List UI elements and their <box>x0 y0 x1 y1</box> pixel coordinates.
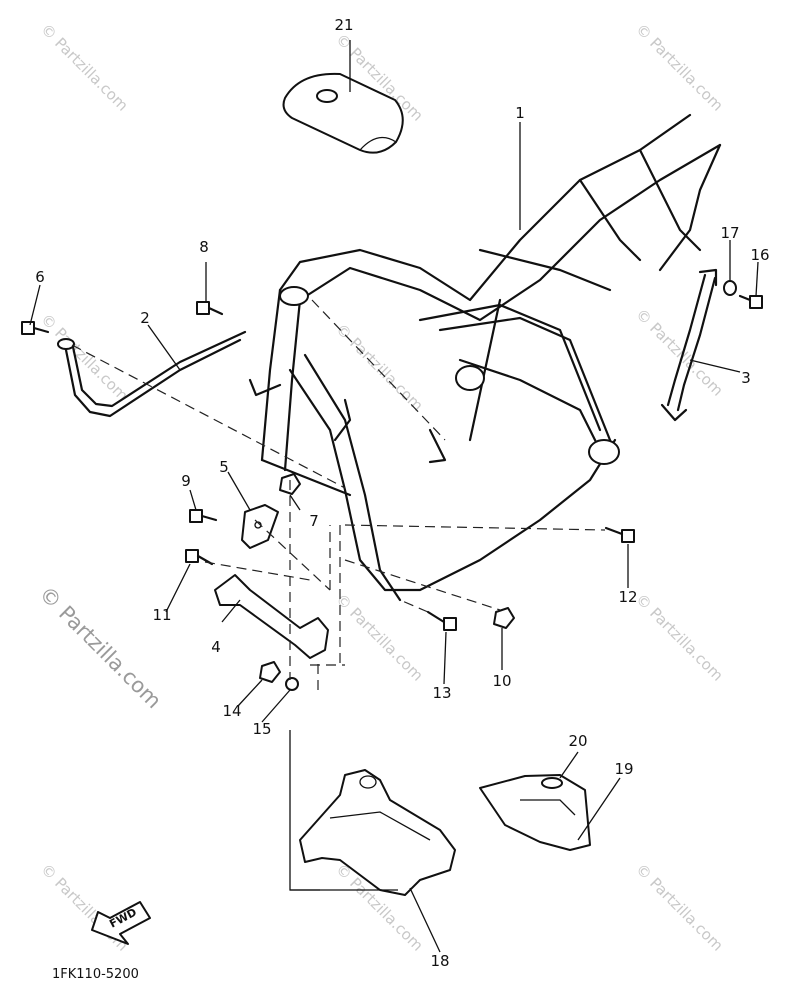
bolt-11 <box>185 549 214 566</box>
callout-20: 20 <box>568 732 587 750</box>
part-20-grommet <box>541 777 563 789</box>
callout-17: 17 <box>720 224 739 242</box>
watermark-6: © Partzilla.com <box>632 305 727 400</box>
callout-3: 3 <box>741 369 751 387</box>
callout-10: 10 <box>492 672 511 690</box>
nut-10 <box>493 607 515 629</box>
callout-19: 19 <box>614 760 633 778</box>
bolt-9 <box>189 509 218 523</box>
callout-14: 14 <box>222 702 241 720</box>
watermark-7: © Partzilla.com <box>332 590 427 685</box>
part-2-front-bar <box>57 330 247 418</box>
nut-14 <box>259 661 281 683</box>
bolt-12 <box>604 526 635 543</box>
part-1-main-frame <box>248 113 722 602</box>
washer-15 <box>285 677 299 691</box>
leader-lines <box>29 40 759 953</box>
part-5-bracket-plate <box>241 504 279 549</box>
callout-18: 18 <box>430 952 449 970</box>
callout-16: 16 <box>750 246 769 264</box>
callout-12: 12 <box>618 588 637 606</box>
watermark-11: © Partzilla.com <box>632 860 727 955</box>
callout-4: 4 <box>211 638 221 656</box>
bolt-8 <box>196 301 224 316</box>
callout-8: 8 <box>199 238 209 256</box>
callouts: 1 2 3 4 5 6 7 8 9 10 11 12 13 14 15 16 1… <box>35 16 769 970</box>
fwd-arrow-icon: FWD <box>91 901 151 945</box>
callout-15: 15 <box>252 720 271 738</box>
callout-5: 5 <box>219 458 229 476</box>
callout-1: 1 <box>515 104 525 122</box>
watermark-3: © Partzilla.com <box>632 20 727 115</box>
bolt-13 <box>426 610 457 631</box>
fasteners <box>21 280 763 691</box>
callout-7: 7 <box>309 512 319 530</box>
watermark-main: © Partzilla.com <box>34 582 166 714</box>
watermark-5: © Partzilla.com <box>332 320 427 415</box>
alignment-lines <box>71 299 606 690</box>
bolt-16 <box>738 294 763 309</box>
washer-17 <box>723 280 737 296</box>
part-4-lower-bracket <box>214 574 329 659</box>
callout-11: 11 <box>152 606 171 624</box>
watermark-8: © Partzilla.com <box>632 590 727 685</box>
part-21-pad <box>282 72 404 154</box>
part-18-lower-cover <box>299 769 456 896</box>
callout-2: 2 <box>140 309 150 327</box>
callout-13: 13 <box>432 684 451 702</box>
watermark-4: © Partzilla.com <box>37 310 132 405</box>
watermark-1: © Partzilla.com <box>37 20 132 115</box>
callout-6: 6 <box>35 268 45 286</box>
part-19-side-cover <box>479 774 591 851</box>
part-code: 1FK110-5200 <box>52 967 139 982</box>
callout-21: 21 <box>334 16 353 34</box>
bolt-6 <box>21 321 50 335</box>
callout-9: 9 <box>181 472 191 490</box>
